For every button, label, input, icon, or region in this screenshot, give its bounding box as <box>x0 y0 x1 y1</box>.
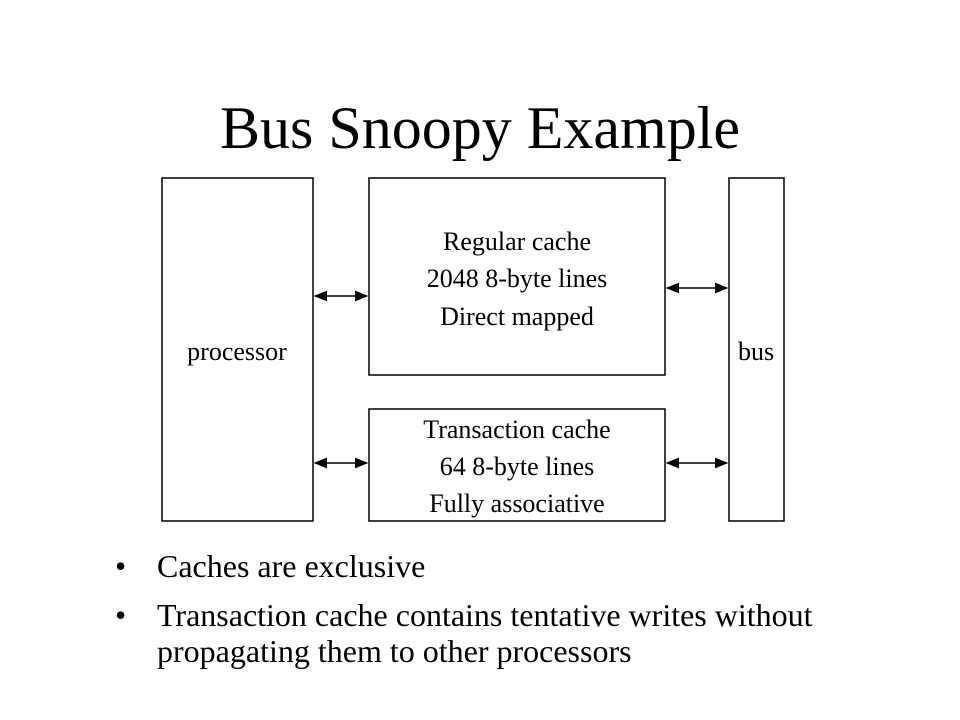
regular-cache-line-1: Regular cache <box>443 227 591 256</box>
processor-label: processor <box>187 337 287 366</box>
bullet-text: Transaction cache contains tentative wri… <box>157 597 813 669</box>
slide-title: Bus Snoopy Example <box>220 95 740 161</box>
processor-box <box>161 177 314 522</box>
bus-box <box>728 177 785 522</box>
bullet-list: • Caches are exclusive • Transaction cac… <box>115 548 935 682</box>
bullet-item: • Caches are exclusive <box>115 548 935 584</box>
transaction-cache-line-1: Transaction cache <box>423 415 610 444</box>
bullet-text: Caches are exclusive <box>157 548 426 584</box>
bullet-marker: • <box>115 597 127 633</box>
transaction-cache-box <box>368 408 666 522</box>
bus-label: bus <box>738 337 774 366</box>
bullet-marker: • <box>115 548 127 584</box>
transaction-cache-line-3: Fully associative <box>429 489 604 518</box>
regular-cache-box <box>368 177 666 376</box>
transaction-cache-line-2: 64 8-byte lines <box>440 452 595 481</box>
regular-cache-line-2: 2048 8-byte lines <box>427 264 608 293</box>
bullet-item: • Transaction cache contains tentative w… <box>115 597 935 669</box>
regular-cache-line-3: Direct mapped <box>440 302 594 331</box>
